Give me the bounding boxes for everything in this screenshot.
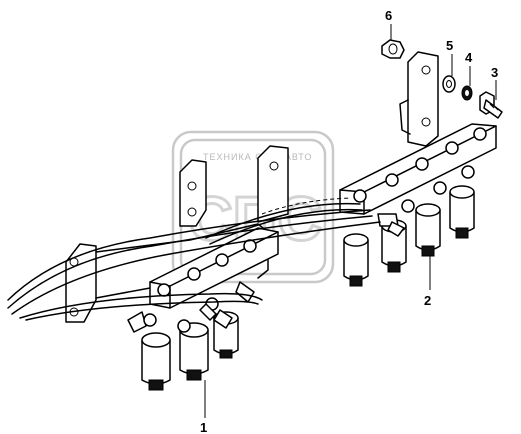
callout-1: 1 [200,420,207,434]
leader-lines [204,24,497,418]
callout-3: 3 [491,65,498,80]
bolt-part-3 [479,91,503,119]
upper-bracket [179,145,289,227]
callout-labels: 6 5 4 3 2 1 [200,8,498,434]
callout-5: 5 [446,38,453,53]
callout-2: 2 [424,293,431,308]
valve-rail-1 [127,227,279,391]
watermark-text: ТЕХНИКА СПЕЦАВТО [203,152,312,162]
callout-6: 6 [385,8,392,23]
hardware-stack [381,39,503,119]
right-bracket [399,51,439,147]
air-hoses [7,197,381,321]
washer-part-4 [461,85,473,101]
washer-part-5 [442,75,456,93]
nut-part-6 [381,39,405,59]
callout-4: 4 [465,50,473,65]
valve-rail-2 [339,123,497,287]
